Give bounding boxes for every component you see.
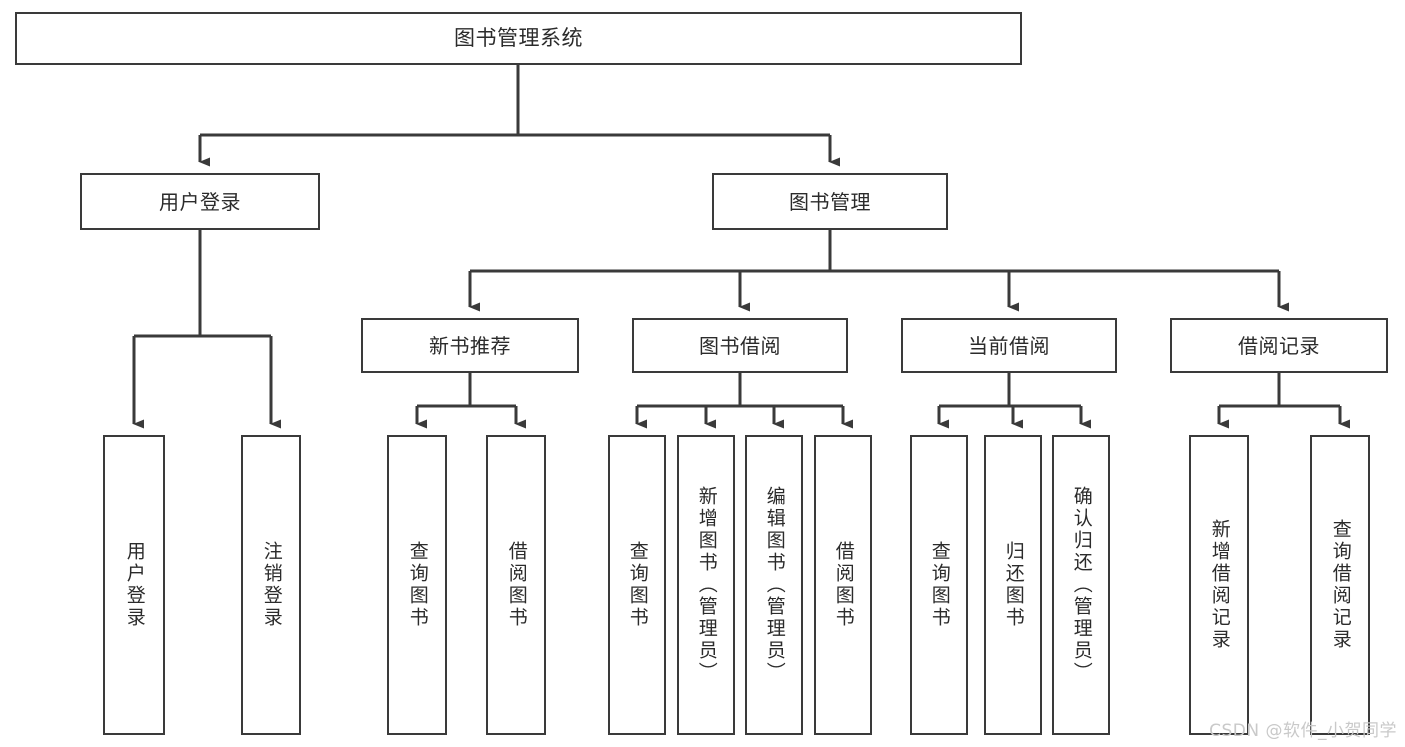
node-label-vertical: 借阅图书 bbox=[505, 541, 528, 629]
node-label: 新书推荐 bbox=[429, 333, 511, 358]
node-leaf-add-record[interactable]: 新增借阅记录 bbox=[1189, 435, 1249, 735]
node-leaf-return-book[interactable]: 归还图书 bbox=[984, 435, 1042, 735]
node-current-borrow[interactable]: 当前借阅 bbox=[901, 318, 1117, 373]
node-label-vertical: 新增借阅记录 bbox=[1208, 519, 1231, 651]
node-label-vertical: 注销登录 bbox=[260, 541, 283, 629]
node-label: 图书管理 bbox=[789, 189, 871, 214]
node-label-vertical: 查询借阅记录 bbox=[1329, 519, 1352, 651]
node-label-vertical: 确认归还（管理员） bbox=[1070, 486, 1093, 684]
node-label: 图书借阅 bbox=[699, 333, 781, 358]
node-label-vertical: 归还图书 bbox=[1002, 541, 1025, 629]
node-new-book-rec[interactable]: 新书推荐 bbox=[361, 318, 579, 373]
node-label-vertical: 查询图书 bbox=[406, 541, 429, 629]
node-label: 图书管理系统 bbox=[454, 25, 583, 50]
node-leaf-user-login[interactable]: 用户登录 bbox=[103, 435, 165, 735]
node-user-login[interactable]: 用户登录 bbox=[80, 173, 320, 230]
node-label-vertical: 查询图书 bbox=[626, 541, 649, 629]
node-borrow-record[interactable]: 借阅记录 bbox=[1170, 318, 1388, 373]
node-leaf-add-book[interactable]: 新增图书（管理员） bbox=[677, 435, 735, 735]
node-label: 当前借阅 bbox=[968, 333, 1050, 358]
node-leaf-borrow-book-2[interactable]: 借阅图书 bbox=[814, 435, 872, 735]
csdn-watermark: CSDN @软件_小贺同学 bbox=[1209, 721, 1397, 741]
node-label-vertical: 查询图书 bbox=[928, 541, 951, 629]
node-book-borrow[interactable]: 图书借阅 bbox=[632, 318, 848, 373]
node-leaf-edit-book[interactable]: 编辑图书（管理员） bbox=[745, 435, 803, 735]
node-label-vertical: 新增图书（管理员） bbox=[695, 486, 718, 684]
node-leaf-query-book-3[interactable]: 查询图书 bbox=[910, 435, 968, 735]
node-label-vertical: 编辑图书（管理员） bbox=[763, 486, 786, 684]
node-label-vertical: 借阅图书 bbox=[832, 541, 855, 629]
node-label: 借阅记录 bbox=[1238, 333, 1320, 358]
node-leaf-query-book-2[interactable]: 查询图书 bbox=[608, 435, 666, 735]
node-leaf-query-book-1[interactable]: 查询图书 bbox=[387, 435, 447, 735]
node-leaf-confirm-return[interactable]: 确认归还（管理员） bbox=[1052, 435, 1110, 735]
node-label: 用户登录 bbox=[159, 189, 241, 214]
node-leaf-logout[interactable]: 注销登录 bbox=[241, 435, 301, 735]
node-book-manage[interactable]: 图书管理 bbox=[712, 173, 948, 230]
node-root[interactable]: 图书管理系统 bbox=[15, 12, 1022, 65]
node-label-vertical: 用户登录 bbox=[123, 541, 146, 629]
node-leaf-query-record[interactable]: 查询借阅记录 bbox=[1310, 435, 1370, 735]
node-leaf-borrow-book-1[interactable]: 借阅图书 bbox=[486, 435, 546, 735]
